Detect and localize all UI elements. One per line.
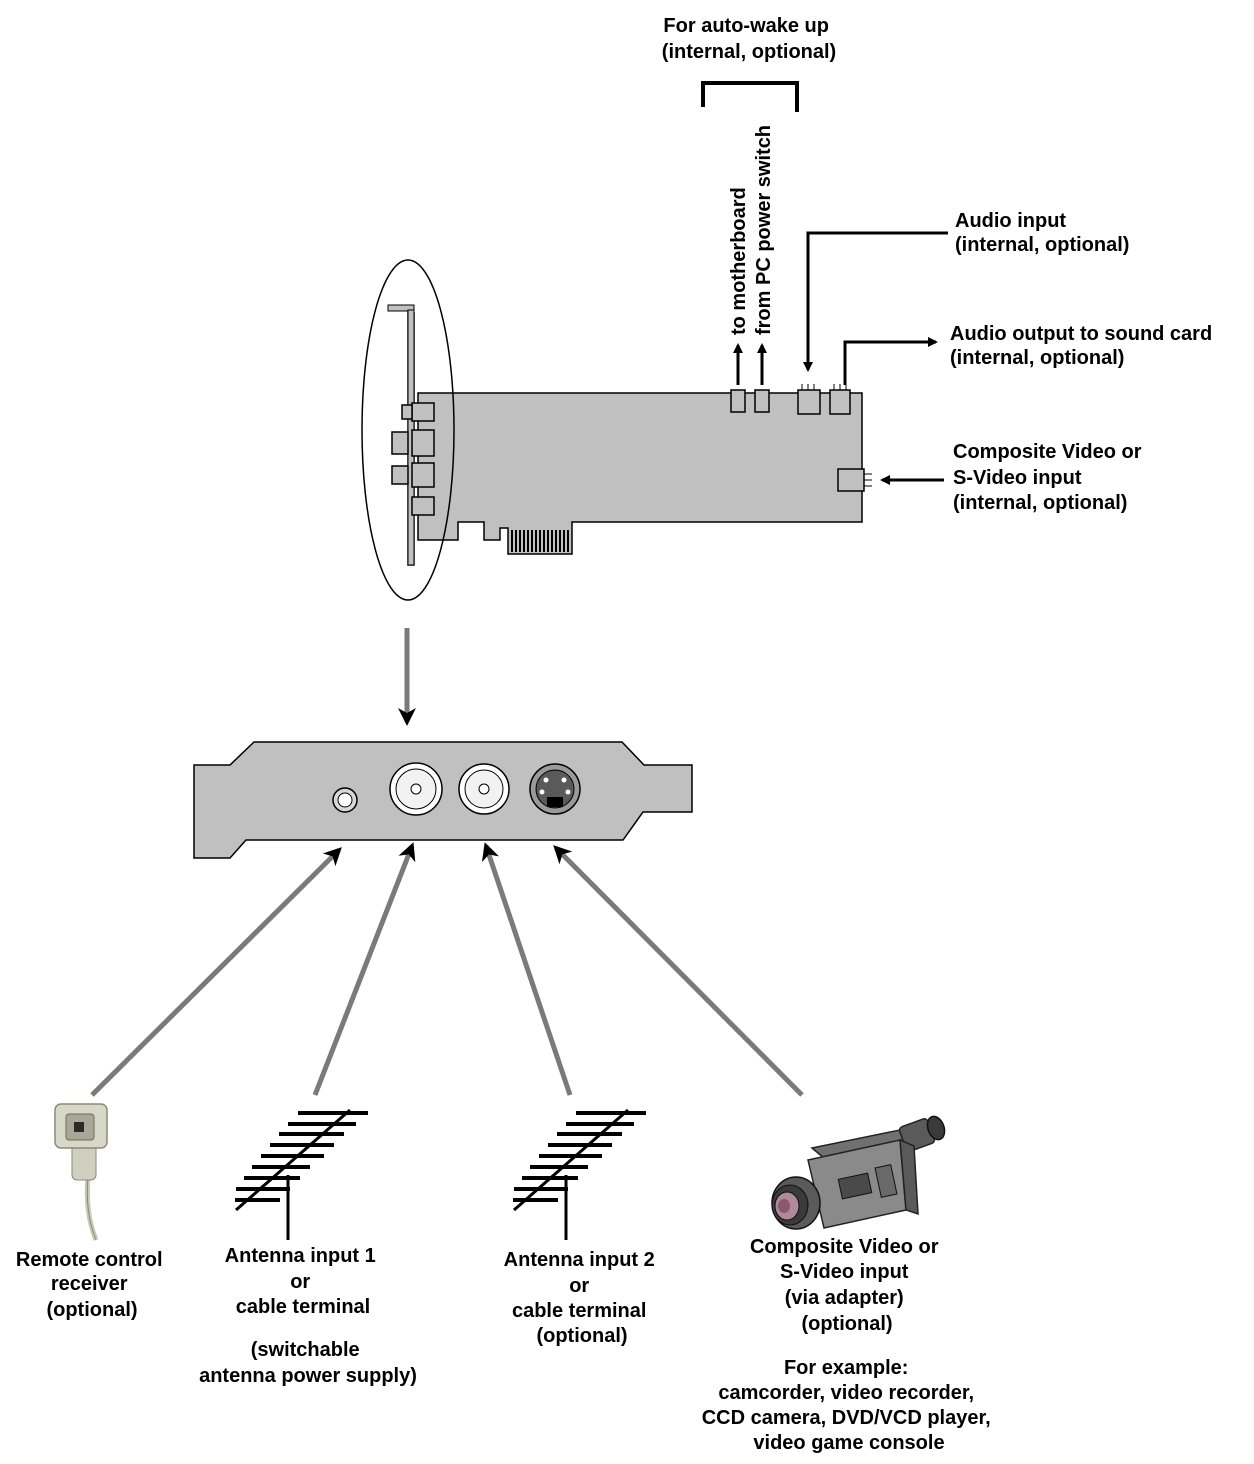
camcorder-icon [771, 1115, 946, 1230]
antenna-icon [235, 1108, 368, 1240]
antenna2-arrow [481, 842, 573, 1096]
remote-jack [332, 787, 358, 813]
antenna1-arrow [312, 842, 416, 1096]
remote-label: Remote control receiver (optional) [16, 1249, 168, 1321]
bracket-highlight-ellipse [361, 259, 455, 601]
audio-output-label: Audio output to sound card (internal, op… [950, 323, 1218, 369]
from-power-switch-label: from PC power switch [753, 125, 775, 335]
antenna2-jack [458, 763, 510, 815]
edge-connector [511, 530, 569, 552]
svideo-jack [529, 763, 581, 815]
auto-wake-label: For auto-wake up (internal, optional) [662, 15, 836, 63]
composite-external-label: Composite Video or S-Video input (via ad… [750, 1236, 944, 1335]
composite-internal-label: Composite Video or S-Video input (intern… [953, 441, 1147, 514]
pci-card [387, 304, 872, 566]
auto-wake-bracket [701, 81, 799, 112]
examples-label: For example: camcorder, video recorder, … [702, 1357, 997, 1454]
audio-output-arrow [843, 337, 938, 385]
composite-internal-header [837, 468, 872, 492]
antenna1-jack [389, 762, 443, 816]
audio-input-arrow [803, 231, 948, 372]
remote-arrow [90, 847, 342, 1097]
audio-headers [797, 384, 851, 415]
wake-headers [730, 389, 770, 413]
to-motherboard-label: to motherboard [728, 187, 750, 335]
antenna2-label: Antenna input 2 or cable terminal (optio… [504, 1249, 661, 1347]
antenna-icon [513, 1108, 646, 1240]
antenna1-note: (switchable antenna power supply) [199, 1339, 417, 1387]
audio-input-label: Audio input (internal, optional) [955, 210, 1129, 256]
composite-external-arrow [553, 845, 804, 1097]
remote-receiver-icon [54, 1103, 108, 1241]
bracket-front-view [193, 741, 693, 859]
antenna1-label: Antenna input 1 or cable terminal [225, 1245, 382, 1318]
